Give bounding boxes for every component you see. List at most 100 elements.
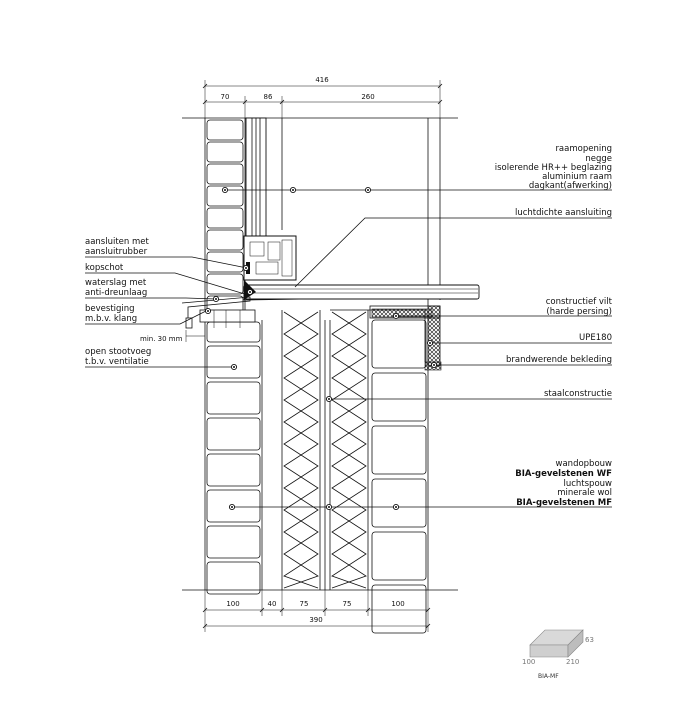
label-dagkant: dagkant(afwerking) xyxy=(529,181,612,191)
label-luchtspouw: luchtspouw xyxy=(563,479,612,489)
leader-dot-center xyxy=(231,506,233,508)
leader-dot-center xyxy=(224,189,226,191)
aluminium-frame xyxy=(243,235,297,281)
label-negge: negge xyxy=(585,154,612,164)
inner-brick-leaf xyxy=(371,319,427,634)
min-30-label: min. 30 mm xyxy=(140,335,183,343)
label-aansluiten-2: aansluitrubber xyxy=(85,247,148,257)
dim-total-top: 416 xyxy=(315,76,329,84)
waterslag-drip xyxy=(185,317,193,329)
outer-brick xyxy=(206,119,244,141)
dim-total-bottom: 390 xyxy=(309,616,322,624)
outer-brick xyxy=(206,345,261,379)
outer-brick xyxy=(206,525,261,559)
legend-caption: BIA-MF xyxy=(538,673,559,680)
leader-dot-center xyxy=(249,291,251,293)
outer-brick xyxy=(206,273,244,295)
outer-brick xyxy=(206,141,244,163)
outer-brick xyxy=(206,163,244,185)
wool-zigzag xyxy=(331,311,367,589)
label-luchtdicht: luchtdichte aansluiting xyxy=(515,208,612,218)
dim-100-b: 100 xyxy=(391,600,404,608)
outer-brick xyxy=(206,321,261,343)
felt-layer xyxy=(371,308,433,318)
dim-40: 40 xyxy=(268,600,277,608)
outer-brick xyxy=(206,561,261,595)
label-brandwerend: brandwerende bekleding xyxy=(506,355,612,365)
label-vilt-2: (harde persing) xyxy=(546,307,612,317)
outer-brick xyxy=(206,185,244,207)
leader-dot-center xyxy=(395,315,397,317)
leader-dot-center xyxy=(207,310,209,312)
window-sill-board xyxy=(243,284,480,300)
wool-zigzag xyxy=(283,311,319,589)
frame-chamber-4 xyxy=(281,239,293,277)
legend-210: 210 xyxy=(566,658,579,666)
outer-brick xyxy=(206,381,261,415)
leader-dots xyxy=(204,186,438,511)
legend-63: 63 xyxy=(585,636,594,644)
label-wandopbouw: wandopbouw xyxy=(556,459,613,469)
dim-100-a: 100 xyxy=(226,600,239,608)
label-bevestiging-2: m.b.v. klang xyxy=(85,314,137,324)
outer-brick xyxy=(206,229,244,251)
dim-260: 260 xyxy=(361,93,374,101)
dim-75-b: 75 xyxy=(343,600,352,608)
label-kopschot: kopschot xyxy=(85,263,124,273)
label-beglazing: isolerende HR++ beglazing xyxy=(495,163,612,173)
leader-dot-center xyxy=(367,189,369,191)
outer-brick xyxy=(206,453,261,487)
upe-profile xyxy=(330,309,426,362)
frame-chamber-1 xyxy=(249,241,265,257)
inner-brick xyxy=(371,531,427,581)
wool-zigzag xyxy=(331,311,367,589)
label-bia-mf: BIA-gevelstenen MF xyxy=(516,498,612,508)
frame-chamber-3 xyxy=(255,261,279,275)
mineral-wool xyxy=(283,311,367,589)
leader-dot-center xyxy=(328,506,330,508)
leader-dot-center xyxy=(233,366,235,368)
outer-brick xyxy=(206,207,244,229)
left-annotations: aansluiten met aansluitrubber kopschot w… xyxy=(85,237,249,368)
brick-legend: 63 210 100 BIA-MF xyxy=(522,629,594,680)
leader-dot-center xyxy=(292,189,294,191)
label-minerale-wol: minerale wol xyxy=(557,488,612,498)
label-staal: staalconstructie xyxy=(544,389,612,399)
inner-brick xyxy=(371,372,427,422)
top-dimensions: 416 70 86 260 xyxy=(202,76,443,118)
inner-brick xyxy=(371,584,427,634)
legend-100: 100 xyxy=(522,658,535,666)
leader-dot-center xyxy=(429,342,431,344)
waterslag xyxy=(181,296,251,320)
label-waterslag-1: waterslag met xyxy=(85,278,147,288)
label-aluminium-raam: aluminium raam xyxy=(542,172,612,182)
leader-dot-center xyxy=(395,506,397,508)
frame-chamber-2 xyxy=(267,241,281,261)
dim-70: 70 xyxy=(221,93,230,101)
leader-dot-center xyxy=(215,298,217,300)
inner-brick xyxy=(371,425,427,475)
outer-brick xyxy=(206,251,244,273)
label-waterslag-2: anti-dreunlaag xyxy=(85,288,147,298)
label-stootvoeg-1: open stootvoeg xyxy=(85,347,151,357)
label-vilt-1: constructief vilt xyxy=(546,297,613,307)
dim-75-a: 75 xyxy=(300,600,309,608)
leader-dot-center xyxy=(328,398,330,400)
label-aansluiten-1: aansluiten met xyxy=(85,237,150,247)
outer-brick xyxy=(206,417,261,451)
right-annotations: raamopening negge isolerende HR++ beglaz… xyxy=(225,144,613,508)
dim-86: 86 xyxy=(264,93,273,101)
wool-zigzag xyxy=(283,311,319,589)
label-raamopening: raamopening xyxy=(555,144,612,154)
label-stootvoeg-2: t.b.v. ventilatie xyxy=(85,357,149,367)
leader-dot-center xyxy=(433,364,435,366)
inner-brick xyxy=(371,478,427,528)
bottom-dimensions: 100 40 75 75 100 390 xyxy=(202,590,431,632)
inner-brick xyxy=(371,319,427,369)
leader-dot-center xyxy=(245,267,247,269)
label-upe180: UPE180 xyxy=(579,333,612,343)
label-bevestiging-1: bevestiging xyxy=(85,304,135,314)
label-bia-wf: BIA-gevelstenen WF xyxy=(515,469,612,479)
